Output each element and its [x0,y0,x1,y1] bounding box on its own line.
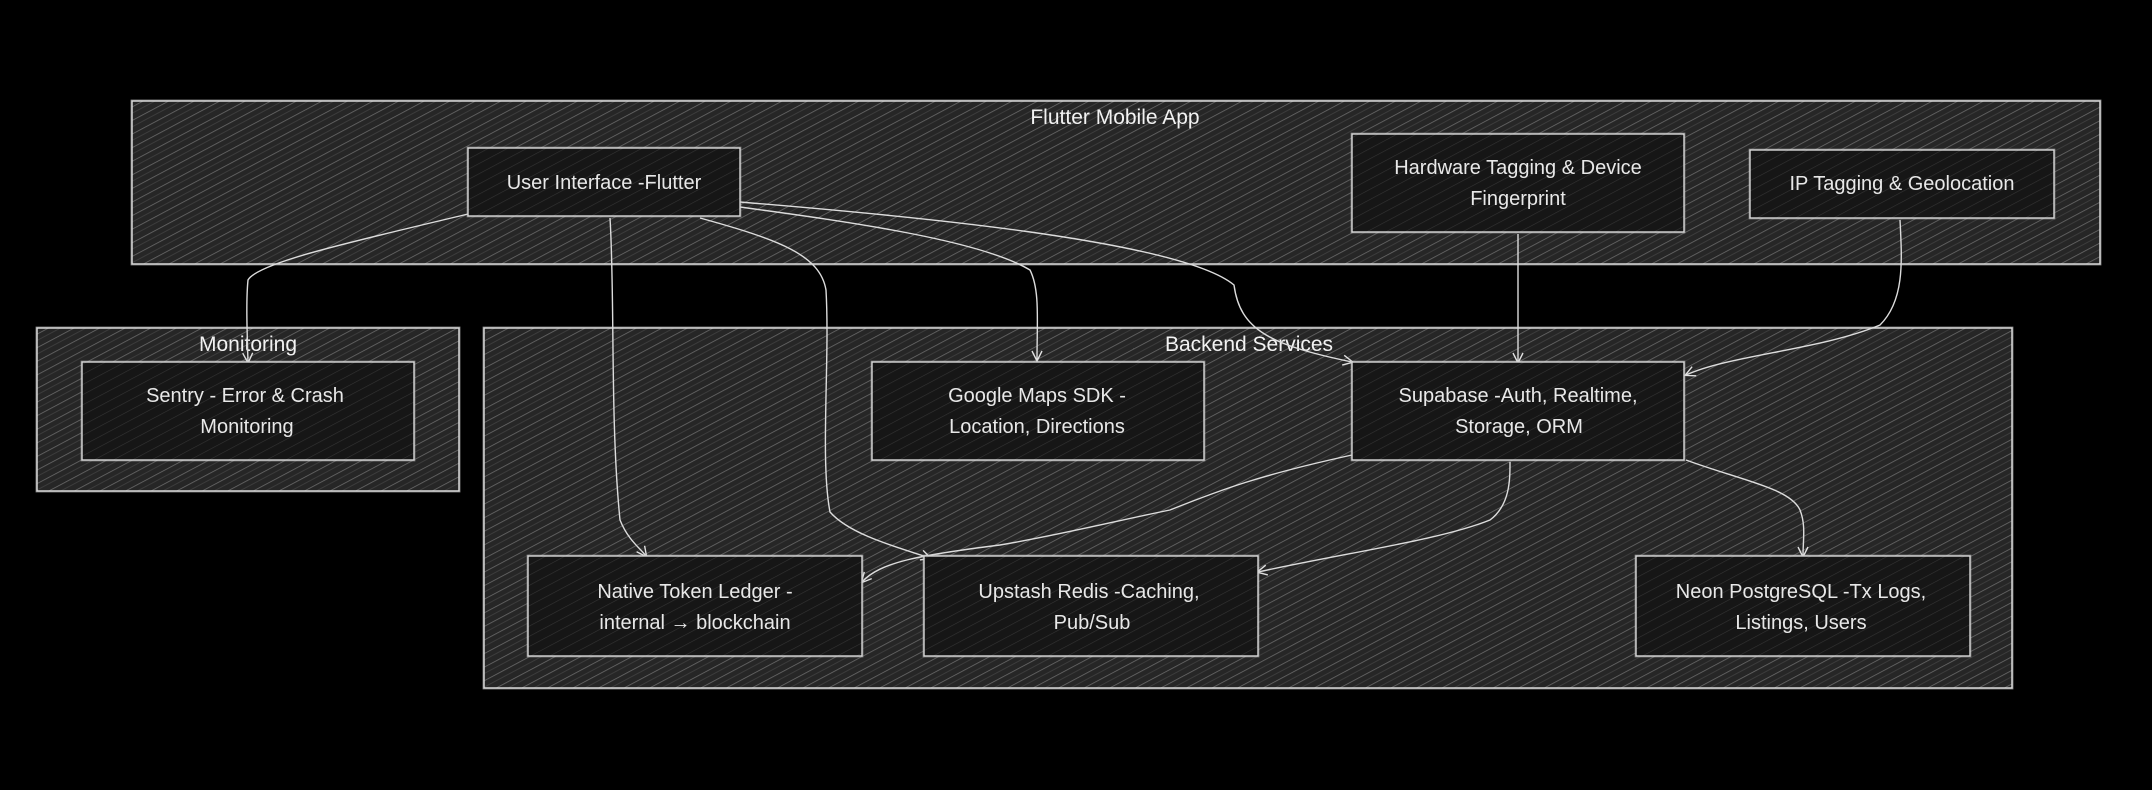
node-ip-tagging[interactable]: IP Tagging & Geolocation [1748,148,2056,220]
edge-supabase-to-ledger [862,454,1353,582]
node-label-ui: User Interface -Flutter [507,172,702,194]
edges [247,201,1902,582]
edge-supabase-to-neon [1685,459,1804,556]
node-sentry[interactable]: Sentry - Error & Crash Monitoring [80,360,416,462]
group-title-flutter: Flutter Mobile App [1030,106,1199,129]
node-label-hardware-1: Hardware Tagging & Device [1394,157,1642,179]
node-supabase[interactable]: Supabase -Auth, Realtime, Storage, ORM [1350,360,1686,462]
node-label-supabase-1: Supabase -Auth, Realtime, [1398,385,1637,407]
node-label-sentry-1: Sentry - Error & Crash [146,385,344,407]
node-upstash-redis[interactable]: Upstash Redis -Caching, Pub/Sub [922,554,1260,658]
edge-ui-to-gmaps [739,206,1037,360]
node-label-redis-1: Upstash Redis -Caching, [978,581,1199,603]
edge-ui-to-redis [699,217,930,558]
node-hardware-tagging[interactable]: Hardware Tagging & Device Fingerprint [1350,132,1686,234]
node-label-ledger-2: internal → blockchain [599,612,790,634]
node-label-supabase-2: Storage, ORM [1455,416,1583,438]
node-label-hardware-2: Fingerprint [1470,188,1566,210]
node-label-ledger-1: Native Token Ledger - [597,581,792,603]
group-title-backend: Backend Services [1165,333,1333,356]
edge-ui-to-supabase [739,201,1352,362]
node-label-gmaps-1: Google Maps SDK - [948,385,1126,407]
node-label-gmaps-2: Location, Directions [949,416,1125,438]
edge-ip-to-supabase [1686,219,1902,375]
edge-supabase-to-redis [1258,461,1511,572]
edge-ui-to-sentry [247,213,469,362]
node-label-neon-1: Neon PostgreSQL -Tx Logs, [1676,581,1927,603]
node-native-token-ledger[interactable]: Native Token Ledger - internal → blockch… [526,554,864,658]
node-label-ip: IP Tagging & Geolocation [1790,173,2015,195]
node-label-sentry-2: Monitoring [200,416,293,438]
node-user-interface[interactable]: User Interface -Flutter [466,146,742,218]
node-neon-postgresql[interactable]: Neon PostgreSQL -Tx Logs, Listings, User… [1634,554,1972,658]
node-google-maps[interactable]: Google Maps SDK - Location, Directions [870,360,1206,462]
node-label-redis-2: Pub/Sub [1054,612,1131,634]
edge-ui-to-ledger [609,217,646,556]
node-label-neon-2: Listings, Users [1735,612,1866,634]
